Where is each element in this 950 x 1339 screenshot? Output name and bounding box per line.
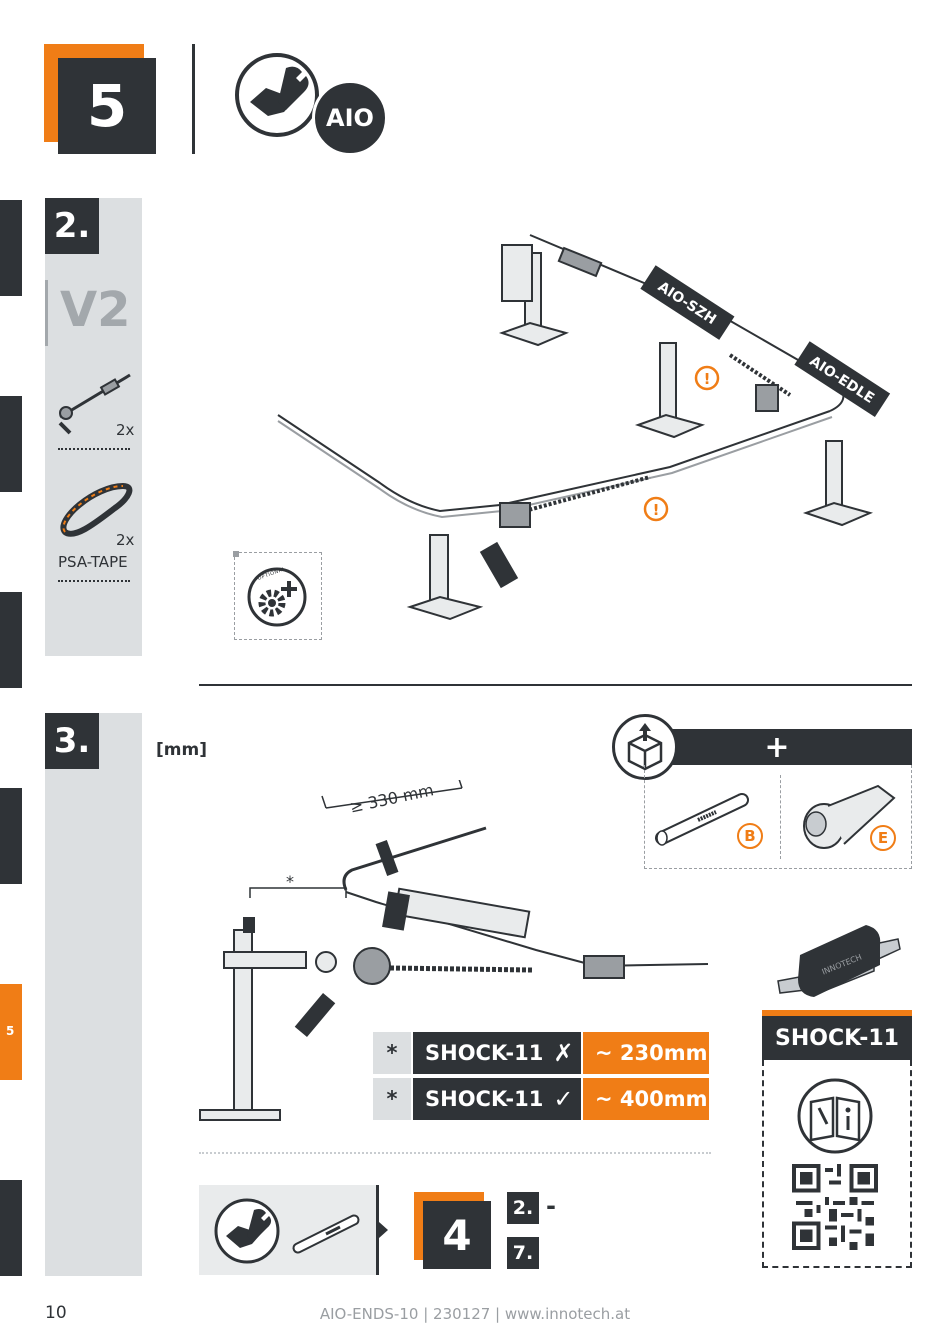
psa-tape-icon [55, 480, 135, 542]
part1-qty: 2x [116, 421, 135, 439]
part2-dots [58, 580, 130, 582]
additional-parts-box [644, 765, 912, 869]
offset-star: * [286, 872, 294, 891]
variant-bar [45, 280, 48, 346]
product-card [762, 1060, 912, 1268]
manual-icon [795, 1076, 875, 1156]
section-divider [199, 684, 912, 686]
section2-number-text: 2. [53, 206, 91, 246]
qr-code[interactable] [792, 1164, 878, 1250]
document-reference: AIO-ENDS-10 | 230127 | www.innotech.at [319, 1305, 631, 1323]
unit-label: [mm] [156, 740, 207, 760]
shock-row-without: * SHOCK-11 ✗ ~ 230mm [373, 1032, 709, 1074]
check-icon: ✓ [553, 1085, 574, 1113]
product-title: SHOCK-11 [775, 1025, 899, 1051]
handshake-wrench-icon [232, 50, 322, 140]
next-ref-2-text: 7. [512, 1242, 534, 1264]
row-value-text: ~ 230mm [595, 1041, 708, 1065]
parts-separator [780, 775, 781, 859]
side-tab-3[interactable] [0, 592, 22, 688]
shock-row-with: * SHOCK-11 ✓ ~ 400mm [373, 1078, 709, 1120]
svg-text:!: ! [653, 501, 660, 519]
section3-number-text: 3. [53, 721, 91, 761]
row-star: * [373, 1078, 411, 1120]
part2-label: PSA-TAPE [58, 553, 128, 571]
warning-icon: ! [643, 496, 669, 522]
item-b-label: B [744, 827, 756, 845]
tube-icon [652, 782, 762, 852]
side-tab-1[interactable] [0, 200, 22, 296]
cable-tensioner-icon [52, 365, 138, 435]
cross-icon: ✗ [553, 1039, 574, 1067]
additional-parts-header: + [658, 729, 912, 765]
section2-sidebar [45, 198, 142, 656]
tube-icon [290, 1208, 366, 1258]
side-tab-2[interactable] [0, 396, 22, 492]
side-tab-label: 5 [6, 1024, 15, 1038]
nav-divider [376, 1185, 379, 1275]
side-tab-5-active[interactable]: 5 [0, 984, 22, 1080]
side-tab-4[interactable] [0, 788, 22, 884]
variant-label: V2 [60, 282, 131, 338]
item-b-badge: B [737, 823, 763, 849]
end-cap-icon [798, 780, 902, 854]
item-e-badge: E [870, 825, 896, 851]
next-step-number[interactable]: 4 [423, 1201, 491, 1269]
shock-table: * SHOCK-11 ✗ ~ 230mm * SHOCK-11 ✓ ~ 400m… [373, 1032, 709, 1120]
section2-number: 2. [45, 198, 99, 254]
next-ref-2[interactable]: 7. [507, 1237, 539, 1269]
row-product: SHOCK-11 ✗ [413, 1032, 581, 1074]
row-value: ~ 230mm [583, 1032, 709, 1074]
tensioner-install-illustration [196, 775, 716, 1130]
next-ref-dash: - [546, 1192, 556, 1220]
row-value: ~ 400mm [583, 1078, 709, 1120]
step-number-text: 5 [86, 72, 128, 140]
row-product: SHOCK-11 ✓ [413, 1078, 581, 1120]
optional-corner [233, 551, 239, 557]
row-product-name: SHOCK-11 [425, 1041, 544, 1065]
step-number: 5 [58, 58, 156, 154]
shock-absorber-image: INNOTECH [770, 915, 906, 1005]
row-star: * [373, 1032, 411, 1074]
cable-system-illustration: AIO-SZH AIO-EDLE ! ! [270, 215, 910, 645]
aio-badge-text: AIO [326, 104, 374, 132]
part1-dots [58, 448, 130, 450]
nav-arrow-icon [379, 1222, 388, 1238]
header-divider [192, 44, 195, 154]
item-e-label: E [877, 829, 889, 847]
next-ref-1[interactable]: 2. [507, 1192, 539, 1224]
plus-label: + [764, 729, 790, 765]
warning-icon: ! [694, 365, 720, 391]
product-accent [762, 1010, 912, 1016]
part2-qty: 2x [116, 531, 135, 549]
next-ref-1-text: 2. [512, 1197, 534, 1219]
page-number: 10 [45, 1303, 67, 1323]
handshake-wrench-icon [212, 1196, 282, 1266]
section3-number: 3. [45, 713, 99, 769]
product-title-bar: SHOCK-11 [762, 1016, 912, 1060]
side-tab-6[interactable] [0, 1180, 22, 1276]
optional-gear-icon [245, 565, 309, 629]
next-step-text: 4 [442, 1210, 472, 1260]
optional-box: OPTIONAL [233, 551, 322, 640]
dotted-separator [199, 1152, 711, 1154]
row-value-text: ~ 400mm [595, 1087, 708, 1111]
aio-badge: AIO [312, 80, 388, 156]
section3-sidebar [45, 713, 142, 1276]
svg-text:!: ! [704, 370, 711, 388]
parts-box-icon [612, 714, 678, 780]
row-product-name: SHOCK-11 [425, 1087, 544, 1111]
